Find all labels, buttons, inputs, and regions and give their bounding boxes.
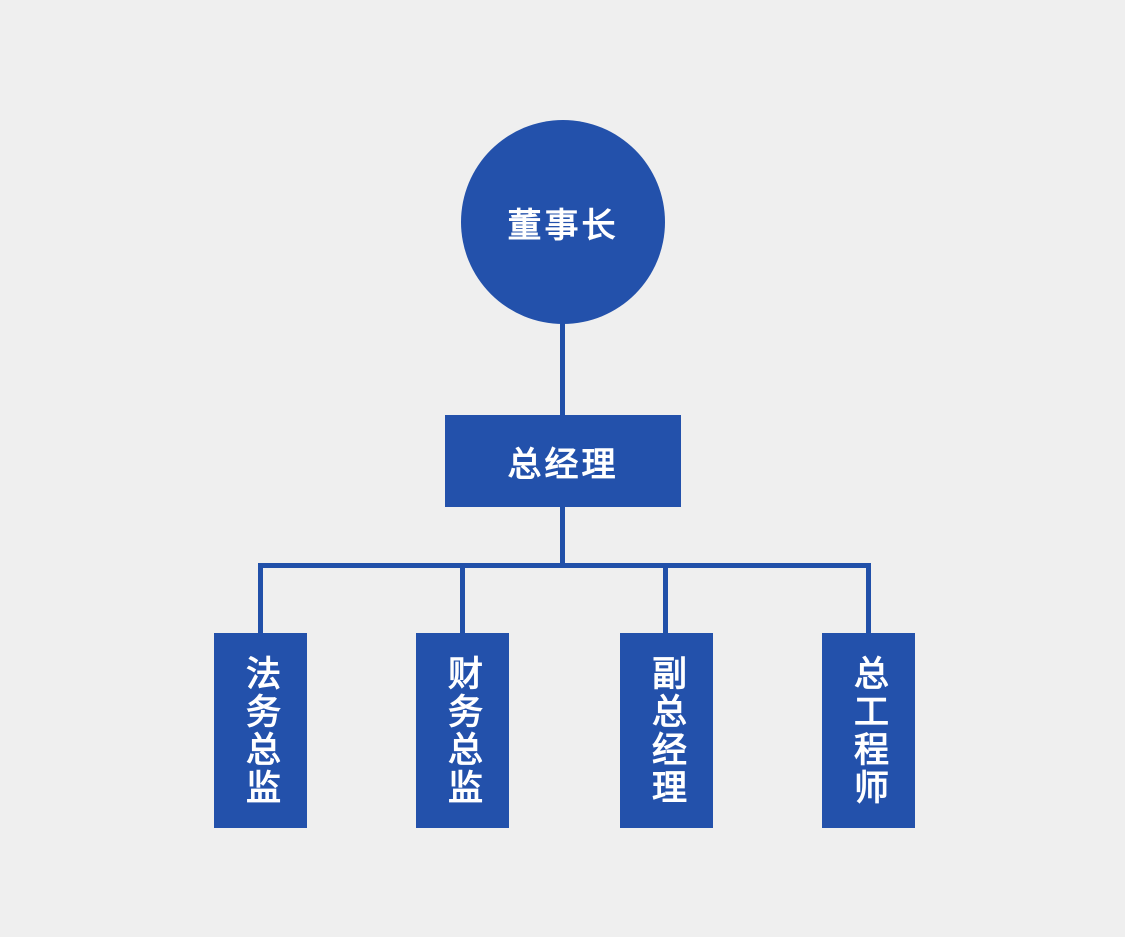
org-node-general-manager-label: 总经理 xyxy=(507,445,619,484)
org-node-chief-engineer-label: 总工程师 xyxy=(849,654,888,807)
org-node-legal-director-label: 法务总监 xyxy=(241,654,280,807)
org-node-chief-engineer[interactable]: 总工程师 xyxy=(822,633,915,828)
org-node-legal-director[interactable]: 法务总监 xyxy=(214,633,307,828)
connector-bus-to-chief-engineer xyxy=(866,563,871,636)
connector-bus-to-finance-director xyxy=(460,563,465,636)
connector-bus-to-legal-director xyxy=(258,563,263,636)
connector-bus-to-deputy-gm xyxy=(663,563,668,636)
org-node-general-manager[interactable]: 总经理 xyxy=(445,415,681,507)
org-node-deputy-general-manager[interactable]: 副总经理 xyxy=(620,633,713,828)
connector-gm-to-bus xyxy=(560,505,565,567)
org-node-finance-director[interactable]: 财务总监 xyxy=(416,633,509,828)
connector-horizontal-bus xyxy=(258,563,871,568)
org-node-finance-director-label: 财务总监 xyxy=(443,654,482,807)
org-node-chairman-label: 董事长 xyxy=(507,206,619,245)
connector-chairman-to-gm xyxy=(560,322,565,418)
org-node-chairman[interactable]: 董事长 xyxy=(461,120,665,324)
org-node-deputy-general-manager-label: 副总经理 xyxy=(647,654,686,807)
